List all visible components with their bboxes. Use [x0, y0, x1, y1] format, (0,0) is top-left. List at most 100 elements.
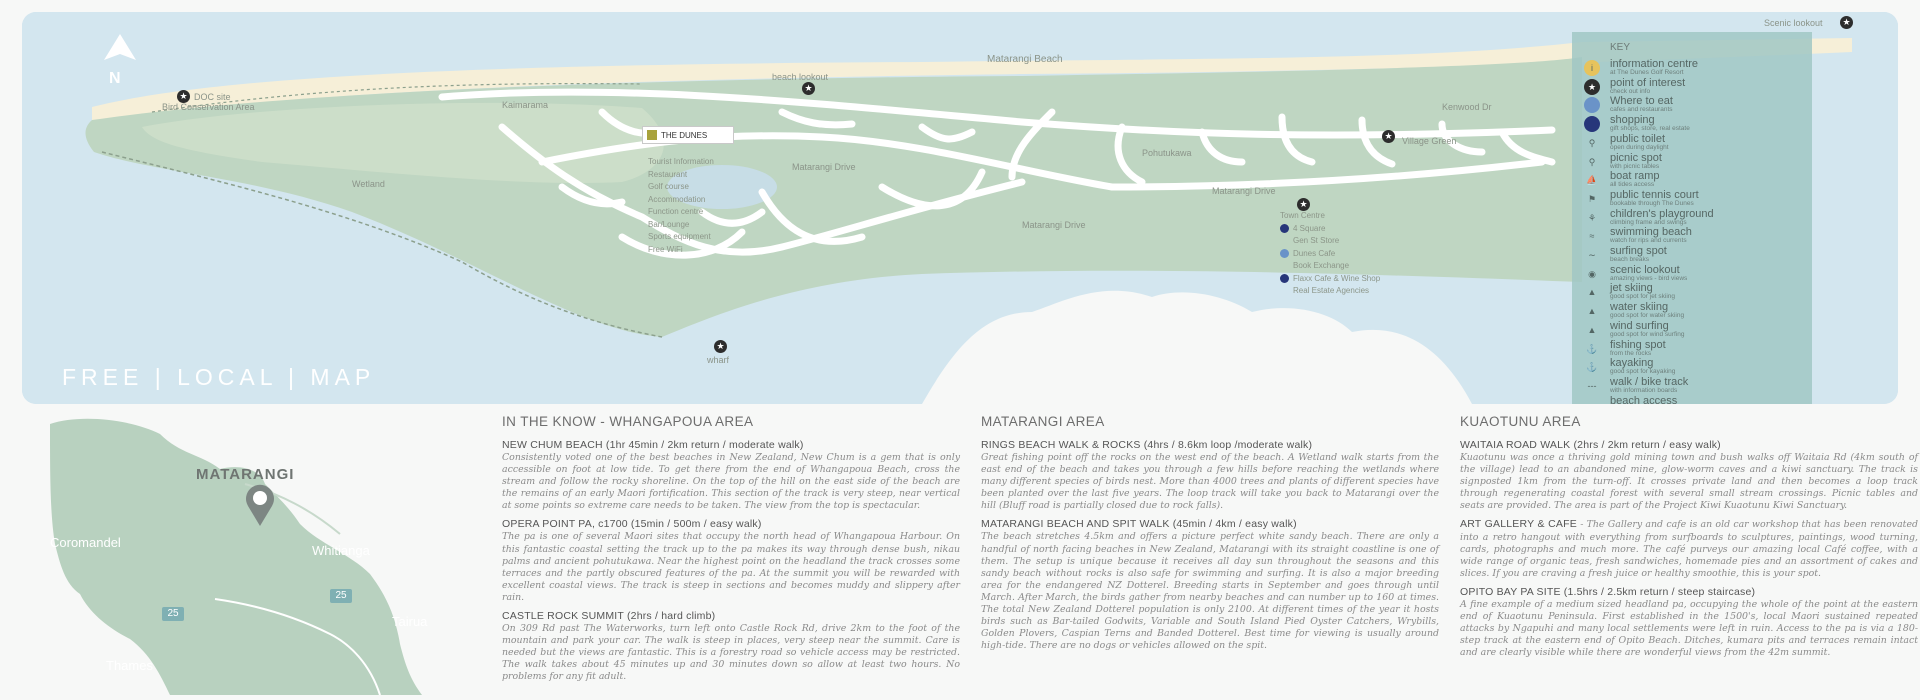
bullet-icon — [1280, 236, 1289, 245]
walk-description: Kuaotunu was once a thriving gold mining… — [1460, 452, 1918, 512]
key-label: walk / bike track — [1610, 375, 1689, 388]
road-matarangi-drive-2: Matarangi Drive — [1212, 186, 1276, 196]
key-label: scenic lookout — [1610, 263, 1680, 276]
area-title: KUAOTUNU AREA — [1460, 414, 1581, 429]
dunes-item: Sports equipment — [648, 232, 711, 241]
area-title: MATARANGI AREA — [981, 414, 1105, 429]
dunes-item: Restaurant — [648, 169, 688, 179]
map-panel: N FREE | LOCAL | MAP Matarangi Beach bea… — [22, 12, 1898, 404]
key-sublabel: cafes and restaurants — [1610, 106, 1673, 114]
dunes-item: Function centre — [648, 207, 704, 216]
town-centre-item: 4 Square — [1280, 223, 1380, 236]
walk-icon: --- — [1587, 380, 1597, 391]
key-sublabel: beach breaks — [1610, 256, 1650, 263]
key-label: fishing spot — [1610, 338, 1666, 351]
key-label: kayaking — [1610, 357, 1654, 370]
road-badge: 25 — [330, 589, 352, 603]
shop-icon — [1584, 116, 1600, 133]
waterskiing-icon: ▲ — [1587, 306, 1597, 317]
eat-icon — [1280, 248, 1289, 258]
dunes-item: Golf course — [648, 182, 689, 191]
walk-heading: NEW CHUM BEACH (1hr 45min / 2km return /… — [502, 439, 804, 451]
key-sublabel: watch for rips and currents — [1610, 237, 1687, 245]
walk-description: Consistently voted one of the best beach… — [502, 452, 960, 512]
road-pohutukawa: Pohutukawa — [1142, 148, 1192, 158]
place-beach-lookout: beach lookout — [772, 72, 829, 82]
surfing-icon: ∼ — [1588, 250, 1596, 260]
key-sublabel: good spot for water skiing — [1610, 312, 1685, 320]
key-label: jet skiing — [1610, 282, 1653, 295]
key-label: public tennis court — [1610, 188, 1699, 201]
fishing-icon: ⚓ — [1586, 343, 1598, 354]
dunes-item: Free WiFi — [648, 244, 683, 254]
town-whitianga: Whitianga — [312, 543, 370, 558]
town-centre-item: Gen St Store — [1280, 235, 1380, 248]
key-label: public toilet — [1610, 132, 1666, 145]
key-label: water skiing — [1610, 301, 1669, 314]
locator-title: MATARANGI — [196, 466, 295, 483]
place-doc-site: DOC site — [194, 92, 231, 102]
bullet-icon — [1280, 261, 1289, 270]
playground-icon: ⚘ — [1587, 212, 1597, 223]
key-label: Where to eat — [1610, 95, 1673, 108]
place-scenic-lookout: Scenic lookout — [1764, 18, 1823, 28]
walk-heading: WAITAIA ROAD WALK (2hrs / 2km return / e… — [1460, 439, 1721, 451]
beach-access-icon: ··· — [1584, 397, 1600, 404]
walk-heading: OPITO BAY PA SITE (1.5hrs / 2.5km return… — [1460, 585, 1756, 598]
key-label: beach access — [1610, 394, 1678, 404]
key-row: ···beach accessfind the beach access wal… — [1584, 395, 1806, 404]
key-label: picnic spot — [1610, 151, 1662, 164]
star-icon: ★ — [177, 90, 190, 103]
key-sublabel: open during daylight — [1610, 143, 1669, 151]
shop-icon — [1280, 273, 1289, 283]
road-matarangi-drive-3: Matarangi Drive — [1022, 220, 1086, 230]
key-sublabel: with picnic tables — [1610, 162, 1660, 170]
dunes-item: Bar/Lounge — [648, 219, 690, 229]
walk-description: A fine example of a medium sized headlan… — [1460, 598, 1918, 659]
toilet-icon: ⚲ — [1588, 137, 1596, 148]
walk-description: The beach stretches 4.5km and offers a p… — [981, 531, 1439, 652]
star-icon: ★ — [802, 82, 815, 95]
eat-icon — [1584, 97, 1600, 114]
star-icon: ★ — [714, 340, 727, 353]
tennis-icon: ⚑ — [1587, 193, 1597, 204]
key-sublabel: bookable through The Dunes — [1610, 199, 1694, 207]
jetski-icon: ▲ — [1587, 287, 1597, 298]
walk-body: - The Gallery and cafe is an old car wor… — [1460, 519, 1918, 579]
walk-heading: MATARANGI BEACH AND SPIT WALK (45min / 4… — [981, 518, 1297, 531]
walk-heading: ART GALLERY & CAFE — [1460, 518, 1577, 531]
key-sublabel: good spot for jet skiing — [1610, 293, 1676, 301]
place-doc-site-sub: Bird Conservation Area — [162, 102, 255, 112]
picnic-icon: ⚲ — [1588, 156, 1596, 167]
place-matarangi-beach: Matarangi Beach — [987, 54, 1063, 65]
place-wetland: Wetland — [352, 179, 385, 189]
town-centre-item: Flaxx Cafe & Wine Shop — [1280, 273, 1380, 286]
town-centre-title: Town Centre — [1280, 211, 1325, 220]
key-label: information centre — [1610, 58, 1699, 70]
location-pin-icon — [246, 484, 274, 526]
town-centre-item: Book Exchange — [1280, 260, 1380, 273]
key-sublabel: amazing views - bird views — [1610, 274, 1688, 282]
key-label: shopping — [1610, 114, 1655, 127]
road-kaimarama: Kaimarama — [502, 100, 549, 110]
boat-ramp-icon: ⛵ — [1586, 175, 1598, 186]
town-centre-item: Dunes Cafe — [1280, 248, 1380, 261]
windsurfing-icon: ▲ — [1587, 324, 1597, 335]
dunes-item: Accommodation — [648, 194, 706, 204]
walk-description: Great fishing point off the rocks on the… — [981, 452, 1439, 512]
bullet-icon — [1280, 286, 1289, 295]
key-title: KEY — [1610, 42, 1631, 53]
dunes-list: Tourist Information Restaurant Golf cour… — [648, 156, 714, 256]
